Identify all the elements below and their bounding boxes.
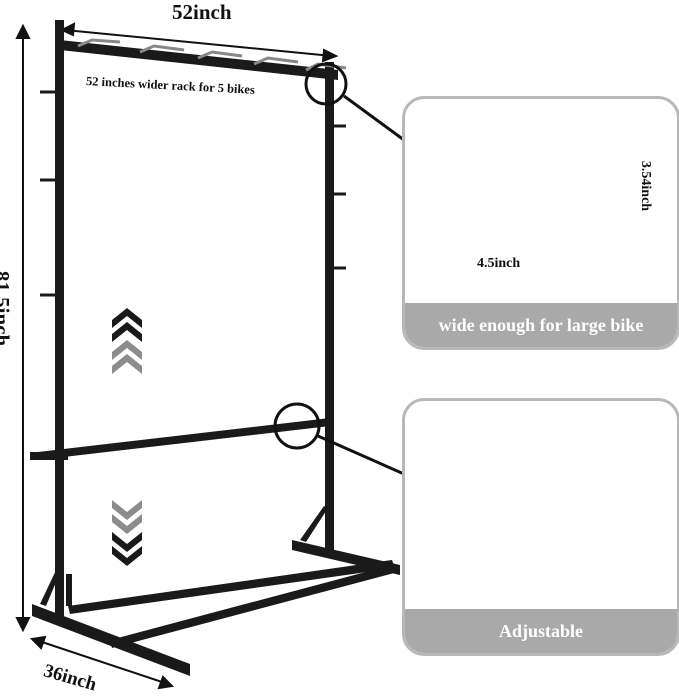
width-dimension-label: 52inch	[172, 0, 232, 24]
zoom-callouts	[273, 62, 405, 476]
adjust-chevrons-left	[112, 308, 142, 566]
hook-panel-caption: wide enough for large bike	[405, 303, 677, 347]
adjust-panel-caption: Adjustable	[405, 609, 677, 653]
height-dimension-label: 81.5inch	[0, 270, 15, 347]
bike-hooks	[77, 38, 347, 72]
adjustable-detail-panel: Adjustable	[402, 398, 679, 656]
hook-detail-panel: wide enough for large bike	[402, 96, 679, 350]
dimension-arrows	[15, 22, 339, 690]
hook-height-label: 3.54inch	[638, 160, 654, 212]
rack-frame	[30, 20, 400, 676]
side-hooks	[40, 90, 346, 297]
hook-width-label: 4.5inch	[477, 256, 521, 271]
